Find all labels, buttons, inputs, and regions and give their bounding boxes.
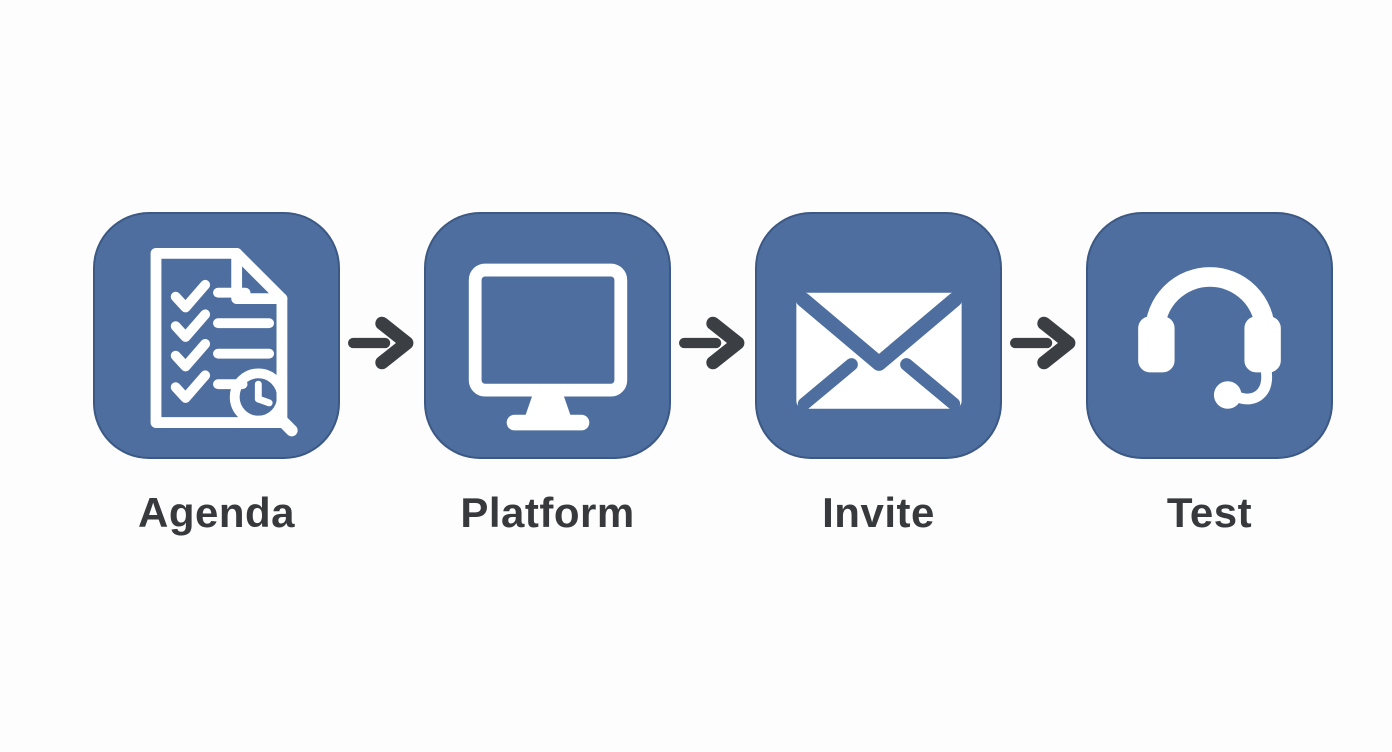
arrow-right-glyph	[679, 316, 745, 369]
step-label-platform: Platform	[460, 489, 635, 536]
envelope-icon	[795, 292, 963, 411]
arrow-right-glyph	[348, 316, 414, 369]
step-invite: Invite	[755, 212, 1002, 537]
invite-tile	[755, 212, 1002, 459]
step-agenda: Agenda	[93, 212, 340, 537]
step-label-test: Test	[1166, 489, 1253, 536]
arrow-right-icon	[671, 212, 755, 459]
step-label-invite: Invite	[822, 489, 935, 536]
arrow-right-icon	[340, 212, 424, 459]
test-tile	[1086, 212, 1333, 459]
flow-row: Agenda Platform	[93, 212, 1333, 537]
step-platform: Platform	[424, 212, 671, 537]
headset-icon	[1138, 267, 1281, 409]
agenda-tile	[93, 212, 340, 459]
computer-monitor-icon	[468, 263, 628, 431]
arrow-right-icon	[1002, 212, 1086, 459]
arrow-right-glyph	[1010, 316, 1076, 369]
platform-tile	[424, 212, 671, 459]
step-test: Test	[1086, 212, 1333, 537]
agenda-checklist-document-icon	[150, 247, 298, 437]
step-label-agenda: Agenda	[137, 489, 295, 536]
